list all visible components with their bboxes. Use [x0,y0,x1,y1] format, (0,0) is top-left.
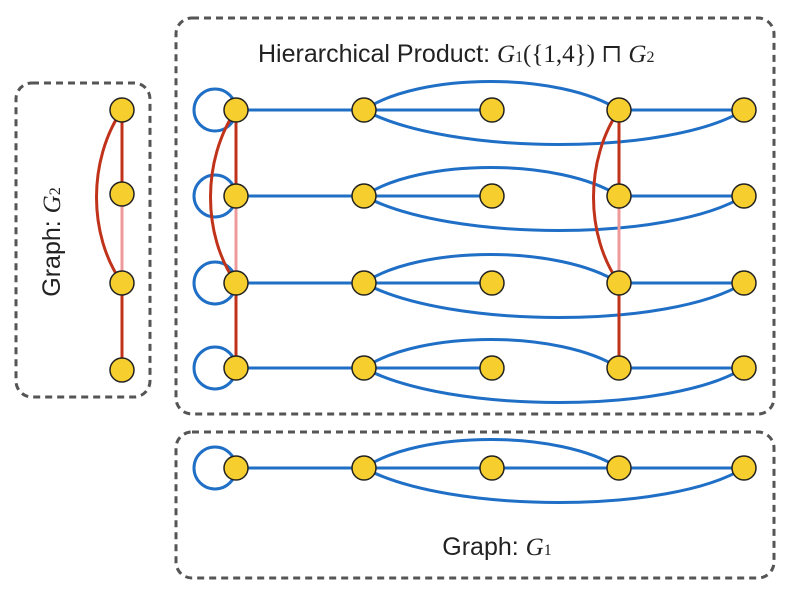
product-node [479,355,505,381]
g1-edge-2-4 [363,438,620,470]
g2-node-1 [109,97,135,123]
graph-g2-panel [14,81,152,399]
graph-g1 [192,438,757,504]
product-node [223,183,249,209]
product-nodes [223,97,757,381]
product-red-arc [592,109,621,284]
product-node [351,183,377,209]
product-graph [192,80,757,404]
product-red-arc [209,109,238,284]
product-node [731,183,757,209]
hierarchical-product-panel [174,16,776,416]
g1-node-2 [351,455,377,481]
graph-g1-label: Graph: G1 [442,533,551,561]
product-node [606,355,632,381]
product-node [351,270,377,296]
product-node [223,270,249,296]
g1-node-4 [606,455,632,481]
product-node [479,97,505,123]
product-node [606,183,632,209]
product-blue-arc [363,253,620,285]
g2-node-4 [109,357,135,383]
g1-edge-2-5 [363,466,745,504]
product-node [223,355,249,381]
product-node [731,355,757,381]
product-node [606,270,632,296]
g2-node-2 [109,181,135,207]
product-g2-copy-column-4 [592,109,621,368]
product-blue-arc [363,338,620,370]
g1-node-5 [731,455,757,481]
graph-g2-label: Graph: G2 [38,187,66,296]
product-blue-arc [363,281,745,319]
product-blue-arc [363,194,745,232]
product-blue-arc [363,80,620,112]
product-node [606,97,632,123]
product-blue-arc [363,366,745,404]
product-node [351,97,377,123]
g1-node-3 [479,455,505,481]
product-row-4 [192,338,745,404]
g1-node-1 [223,455,249,481]
product-title: Hierarchical Product: G1({1,4}) ⊓ G2 [258,40,654,68]
product-g2-copy-column-1 [209,109,238,368]
graph-g2 [95,97,135,383]
g2-edge-1-3 [95,109,124,284]
product-row-1 [192,80,745,146]
product-row-3 [192,253,745,319]
product-node [223,97,249,123]
product-node [479,270,505,296]
product-node [731,97,757,123]
graph-g1-panel [174,430,776,580]
product-blue-arc [363,108,745,146]
product-node [479,183,505,209]
product-node [731,270,757,296]
product-row-2 [192,166,745,232]
product-node [351,355,377,381]
g2-node-3 [109,270,135,296]
